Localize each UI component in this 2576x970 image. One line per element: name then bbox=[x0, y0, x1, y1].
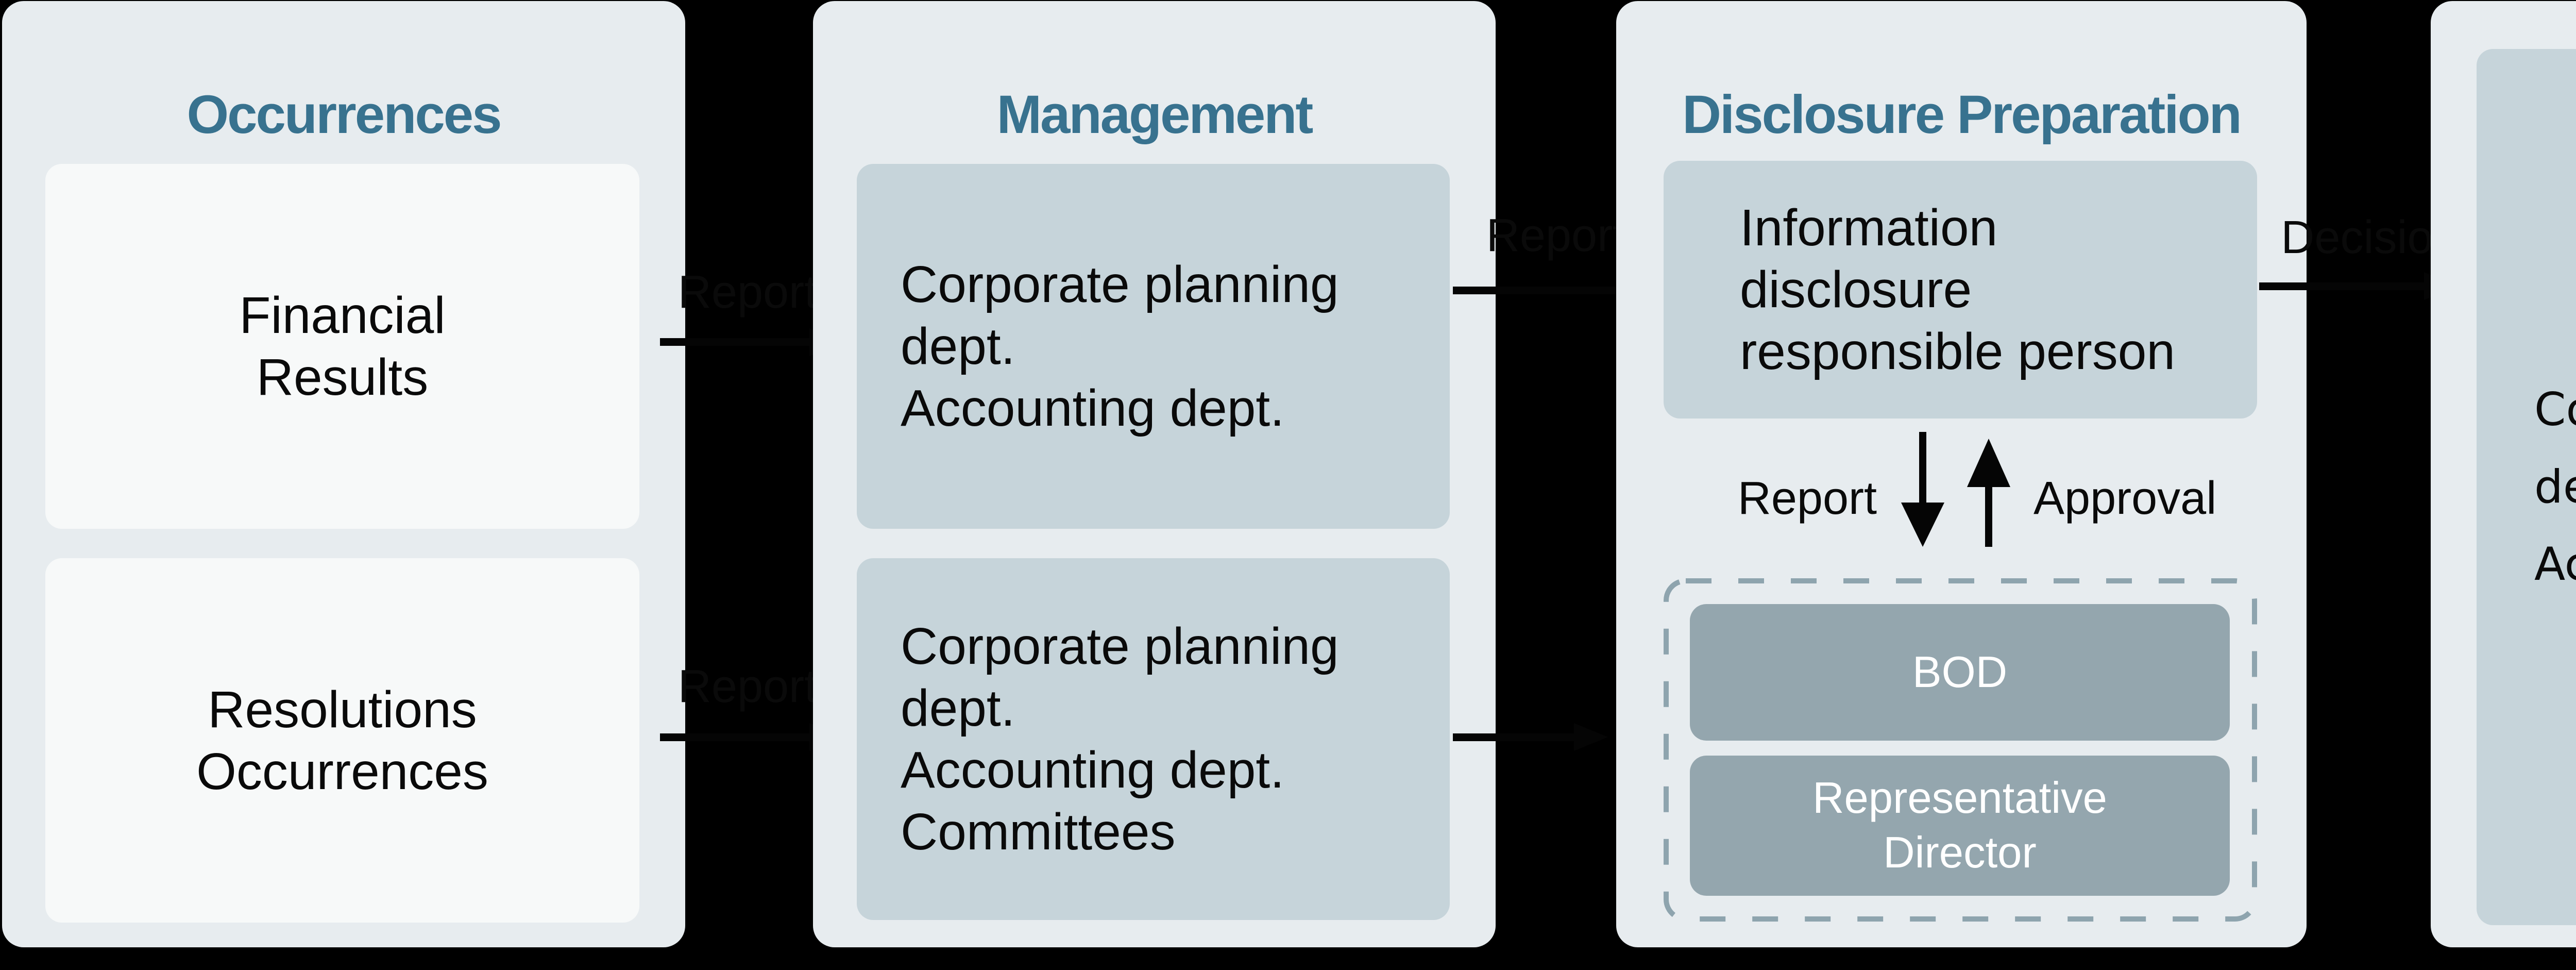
box-line: disclosure bbox=[1740, 261, 1972, 319]
bod-group-dashed-border bbox=[1664, 578, 2257, 922]
arrow-up-approval-head bbox=[1967, 439, 2010, 487]
box-line: dept. bbox=[901, 679, 1015, 737]
label-report-resolutions: Report bbox=[677, 661, 818, 712]
arrow-down-report-line bbox=[1919, 432, 1926, 508]
box-corporate-planning-final: Corporate planning dept. Accounting dept… bbox=[2477, 49, 2576, 925]
arrow-decision-line bbox=[2259, 282, 2427, 290]
label-report-to-person: Report bbox=[1486, 210, 1626, 261]
arrow-committees-to-bod-line bbox=[1453, 733, 1577, 741]
box-line: Information bbox=[1740, 199, 1998, 257]
box-representative-director: Representative Director bbox=[1690, 756, 2230, 896]
box-resolutions-occurrences: Resolutions Occurrences bbox=[45, 558, 639, 923]
box-line: Corporate planning bbox=[2534, 383, 2576, 436]
box-line: Accounting dept. bbox=[901, 379, 1284, 437]
arrow-committees-to-bod-head bbox=[1574, 723, 1608, 751]
box-line: Results bbox=[256, 348, 429, 406]
box-line: responsible person bbox=[1740, 323, 2175, 380]
label-decision: Decision bbox=[2281, 212, 2459, 263]
arrow-resolutions-to-management-line bbox=[660, 733, 815, 741]
box-line: Director bbox=[1883, 828, 2037, 877]
column-title-disclosure-preparation: Disclosure Preparation bbox=[1682, 85, 2242, 145]
column-title-management: Management bbox=[996, 85, 1314, 145]
box-line: dept. bbox=[2534, 460, 2576, 513]
box-financial-results: Financial Results bbox=[45, 164, 639, 529]
box-line: Committees bbox=[901, 803, 1176, 861]
arrow-up-approval-line bbox=[1985, 484, 1992, 547]
box-line: Corporate planning bbox=[901, 256, 1339, 313]
arrow-down-report-head bbox=[1901, 503, 1944, 547]
box-line: Financial bbox=[239, 287, 446, 344]
box-information-disclosure-person: Information disclosure responsible perso… bbox=[1664, 161, 2257, 419]
label-report-financial: Report bbox=[677, 266, 818, 318]
box-line: Occurrences bbox=[196, 742, 488, 800]
column-title-occurrences: Occurrences bbox=[187, 85, 502, 145]
box-line: Representative bbox=[1812, 774, 2107, 823]
arrow-financial-to-management-line bbox=[660, 338, 815, 346]
box-line: Accounting dept. bbox=[2534, 538, 2576, 591]
box-line: Accounting dept. bbox=[901, 741, 1284, 799]
box-line: Corporate planning bbox=[901, 617, 1339, 675]
box-bod: BOD bbox=[1690, 604, 2230, 741]
box-line: BOD bbox=[1912, 647, 2008, 697]
box-line: dept. bbox=[901, 317, 1015, 375]
box-line: Resolutions bbox=[208, 680, 477, 739]
box-management-departments-1: Corporate planning dept. Accounting dept… bbox=[857, 164, 1450, 529]
label-report-internal: Report bbox=[1737, 473, 1877, 524]
box-management-departments-2: Corporate planning dept. Accounting dept… bbox=[857, 558, 1450, 920]
label-approval: Approval bbox=[2033, 473, 2217, 524]
arrow-management-to-person-line bbox=[1453, 287, 1623, 294]
